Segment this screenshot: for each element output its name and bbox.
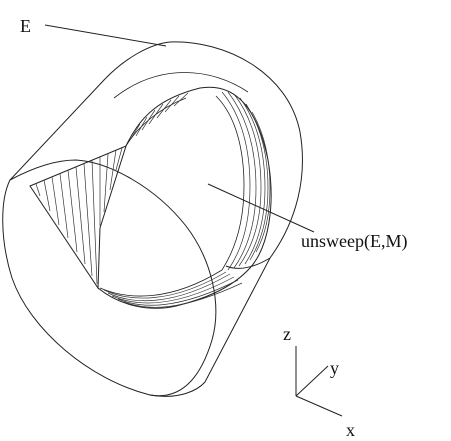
bottom-band-hatching [103, 271, 243, 308]
axis-y-line [295, 365, 329, 397]
right-band-hatching [221, 91, 271, 271]
axis-y-label: y [330, 358, 339, 378]
cylinder-back-cap [169, 41, 303, 269]
solid-outline [97, 86, 272, 309]
left-face-outline [29, 145, 127, 290]
axis-x-line [295, 395, 343, 417]
label-unsweep: unsweep(E,M) [301, 231, 407, 252]
top-band-hatching [129, 92, 189, 141]
cylinder-top-edge [9, 41, 171, 181]
leader-line-e [44, 24, 167, 47]
axis-x-label: x [346, 420, 355, 440]
bottom-band-edge [99, 269, 223, 297]
axis-z-label: z [283, 324, 291, 344]
cylinder-bottom-edge [149, 257, 271, 397]
label-e: E [20, 16, 31, 36]
label-unsweep-group: unsweep(E,M) [207, 183, 407, 252]
unswept-solid [29, 86, 272, 309]
leader-line-unsweep [207, 183, 315, 233]
top-band-inner [125, 97, 187, 147]
left-face-hatching [35, 147, 123, 285]
label-e-group: E [20, 16, 167, 47]
right-band-inner [215, 95, 245, 271]
axis-triad: z y x [283, 324, 355, 440]
cylinder-e [2, 41, 303, 397]
cylinder-front-cap [2, 159, 217, 397]
cylinder-inner-rim [113, 72, 249, 99]
